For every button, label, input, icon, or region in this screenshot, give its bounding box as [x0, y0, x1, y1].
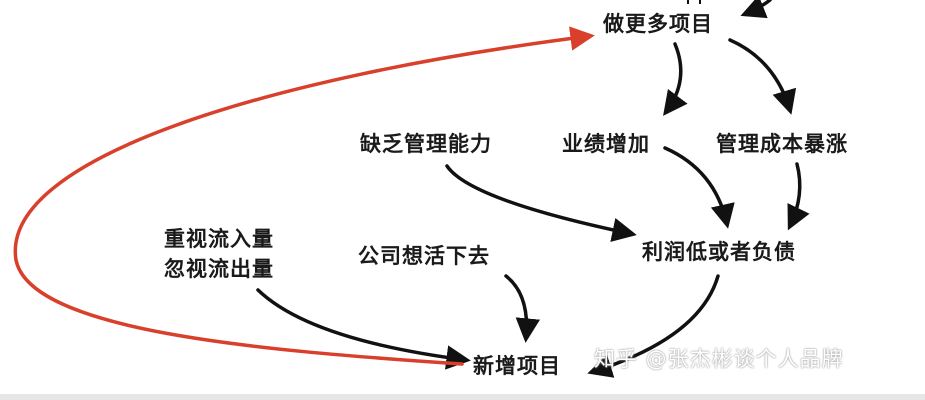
- node-lack-management-ability: 缺乏管理能力: [360, 132, 492, 156]
- arrow-projects-to-cost: [728, 38, 797, 115]
- node-value-inflow: 重视流入量: [164, 227, 274, 251]
- arrow-inflow-to-new: [256, 288, 471, 370]
- watermark-text: 知乎 @张杰彬谈个人品牌: [594, 347, 844, 371]
- arrow-cost-to-profit: [787, 162, 810, 231]
- node-ignore-outflow: 忽视流出量: [164, 257, 274, 281]
- node-new-projects: 新增项目: [473, 354, 561, 378]
- node-do-more-projects: 做更多项目: [603, 12, 713, 36]
- node-inflow-outflow: 重视流入量 忽视流出量: [164, 224, 274, 284]
- bottom-edge-strip: [0, 394, 925, 400]
- red-loop-new-to-projects: [13, 26, 595, 366]
- arrow-lack-to-profit: [445, 164, 637, 242]
- node-performance-increase: 业绩增加: [562, 132, 650, 156]
- node-management-cost-surge: 管理成本暴涨: [716, 132, 848, 156]
- node-company-survive: 公司想活下去: [358, 244, 490, 268]
- arrow-into-do-more-projects: [740, 0, 772, 19]
- cropped-glyph-top: [687, 0, 701, 4]
- arrow-survive-to-new: [504, 274, 541, 343]
- arrow-projects-to-performance: [663, 42, 688, 116]
- arrow-profit-to-new: [587, 274, 720, 378]
- node-profit-low-or-debt: 利润低或者负债: [642, 240, 796, 264]
- arrow-performance-to-profit: [663, 146, 735, 229]
